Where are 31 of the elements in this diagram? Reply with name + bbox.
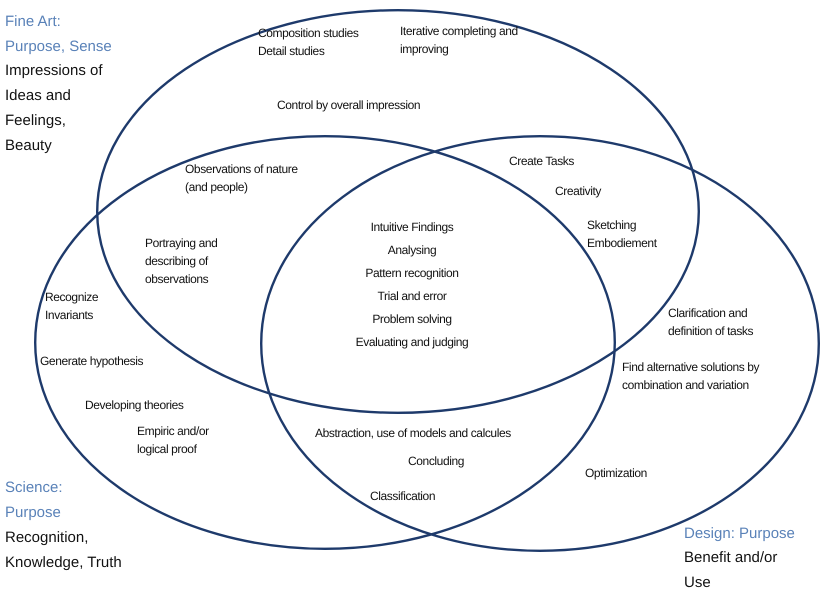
venn-label: Clarification and definition of tasks (668, 305, 754, 340)
set-description: Benefit and/or Use (684, 548, 778, 589)
venn-label: Find alternative solutions by combination and variation (622, 359, 760, 394)
set-heading: Science: Purpose (5, 478, 64, 523)
venn-label: Pattern recognition (364, 265, 460, 282)
venn-label: Control by overall impression (277, 97, 422, 114)
venn-label: Abstraction, use of models and calcules (315, 425, 512, 442)
venn-label: Sketching Embodiement (587, 217, 658, 252)
venn-label: Create Tasks (509, 153, 576, 170)
set-heading: Fine Art: Purpose, Sense (5, 12, 113, 57)
set-heading: Design: Purpose (684, 524, 796, 544)
venn-label: Developing theories (85, 397, 184, 414)
venn-label: Portraying and describing of observations (145, 235, 218, 288)
set-description: Recognition, Knowledge, Truth (5, 528, 123, 573)
set-description: Impressions of Ideas and Feelings, Beauty (5, 61, 104, 156)
venn-label: Empiric and/or logical proof (137, 423, 210, 458)
venn-label: Observations of nature (and people) (185, 161, 299, 196)
venn-label: Recognize Invariants (45, 289, 100, 324)
venn-label: Problem solving (371, 311, 453, 328)
venn-label: Iterative completing and improving (400, 23, 519, 58)
venn-label: Generate hypothesis (40, 353, 144, 370)
venn-label: Analysing (386, 242, 438, 259)
venn-label: Composition studies (258, 25, 360, 42)
venn-label: Intuitive Findings (370, 219, 454, 236)
venn-label: Evaluating and judging (354, 334, 470, 351)
venn-label: Creativity (555, 183, 602, 200)
venn-label: Trial and error (376, 288, 448, 305)
venn-label: Detail studies (258, 43, 326, 60)
venn-label: Optimization (585, 465, 648, 482)
venn-label: Concluding (408, 453, 466, 470)
venn-label: Classification (370, 488, 436, 505)
